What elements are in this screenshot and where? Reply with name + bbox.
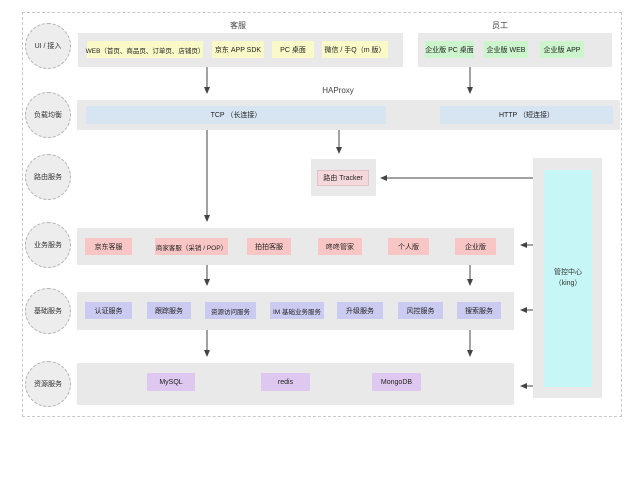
layer-circle-base-service: 基础服务 [25, 288, 71, 334]
layer-circle-label: 基础服务 [34, 308, 62, 315]
base-box-upgrade: 升级服务 [337, 302, 383, 319]
resource-box-mongodb: MongoDB [372, 373, 421, 391]
layer-circle-load-balance: 负载均衡 [25, 92, 71, 138]
ui-box-pc-desktop: PC 桌面 [272, 41, 314, 58]
business-box-merchant-cs: 商家客服（采销 / POP） [155, 238, 228, 255]
business-box-jd-cs: 京东客服 [85, 238, 132, 255]
base-box-resource-access: 资源访问服务 [205, 302, 256, 319]
base-box-tracking: 跟踪服务 [147, 302, 191, 319]
business-box-dongdong-butler: 咚咚管家 [318, 238, 362, 255]
control-center-label: 管控中心 [554, 269, 582, 276]
resource-box-redis: redis [261, 373, 310, 391]
business-box-enterprise: 企业版 [455, 238, 496, 255]
resource-box-mysql: MySQL [147, 373, 195, 391]
layer-circle-label: 资源服务 [34, 381, 62, 388]
business-box-personal: 个人版 [388, 238, 429, 255]
base-box-search: 搜索服务 [457, 302, 501, 319]
layer-circle-label: 负载均衡 [34, 112, 62, 119]
haproxy-label: HAProxy [322, 86, 354, 95]
staff-box-enterprise-web: 企业版 WEB [484, 41, 528, 58]
routing-box-tracker: 路由 Tracker [317, 170, 369, 186]
base-box-im-base: IM 基础业务服务 [270, 302, 324, 319]
staff-box-enterprise-app: 企业版 APP [540, 41, 584, 58]
base-box-auth: 认证服务 [85, 302, 132, 319]
layer-circle-routing: 路由服务 [25, 154, 71, 200]
business-box-paipai-cs: 拍拍客服 [247, 238, 291, 255]
layer-circle-resource: 资源服务 [25, 361, 71, 407]
ui-box-jd-app-sdk: 京东 APP SDK [212, 41, 264, 58]
layer-circle-label: 业务服务 [34, 242, 62, 249]
staff-box-enterprise-pc: 企业版 PC 桌面 [425, 41, 474, 58]
ui-box-wechat-mobile: 微信 / 手Q（m 版） [322, 41, 388, 58]
diagram-border [22, 12, 622, 417]
control-center-sublabel: （king） [554, 279, 582, 287]
layer-circle-ui-access: UI / 接入 [25, 23, 71, 69]
base-box-risk-control: 风控服务 [398, 302, 443, 319]
lb-box-tcp: TCP （长连接） [86, 106, 386, 124]
control-center-box: 管控中心 （king） [544, 170, 592, 387]
layer-circle-label: UI / 接入 [34, 43, 62, 50]
client-group-label: 客服 [230, 21, 246, 30]
business-container [77, 228, 514, 265]
lb-box-http: HTTP （短连接） [440, 106, 613, 124]
layer-circle-business: 业务服务 [25, 222, 71, 268]
staff-group-label: 员工 [492, 21, 508, 30]
layer-circle-label: 路由服务 [34, 174, 62, 181]
ui-box-web: WEB（首页、商品页、订单页、店铺页） [86, 41, 204, 58]
